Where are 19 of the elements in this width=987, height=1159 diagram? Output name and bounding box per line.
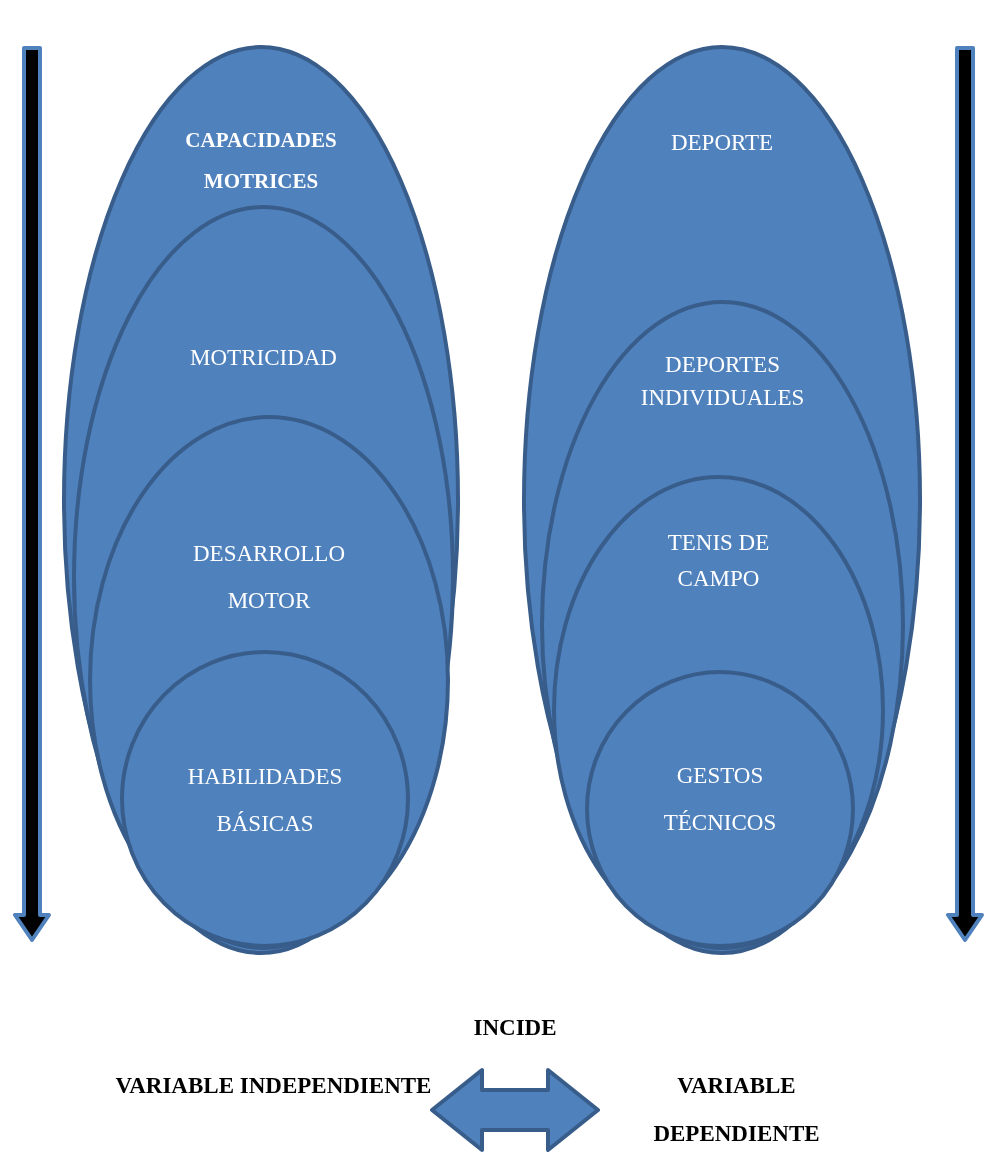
nested-ellipse — [522, 45, 922, 955]
category-label: DEPORTES INDIVIDUALES — [639, 351, 806, 413]
nested-ellipse — [585, 670, 855, 948]
category-label: MOTRICIDAD — [189, 344, 338, 372]
category-label: DEPORTE — [669, 129, 775, 157]
nested-ellipse — [552, 475, 885, 945]
category-label: GESTOS TÉCNICOS — [662, 762, 778, 838]
nested-ellipse — [88, 415, 450, 945]
double-block-arrow — [430, 1068, 600, 1152]
category-label: CAPACIDADES MOTRICES — [184, 127, 338, 195]
nested-ellipse — [72, 205, 455, 950]
nested-ellipse — [120, 650, 410, 948]
category-label: HABILIDADES BÁSICAS — [186, 763, 344, 839]
category-label: TENIS DE CAMPO — [666, 529, 771, 593]
variable-label: VARIABLE INDEPENDIENTE — [115, 1072, 432, 1100]
category-label: DESARROLLO MOTOR — [191, 540, 347, 616]
nested-ellipse — [62, 45, 460, 955]
variable-label: VARIABLE DEPENDIENTE — [652, 1072, 821, 1149]
nested-ellipse — [540, 300, 905, 950]
